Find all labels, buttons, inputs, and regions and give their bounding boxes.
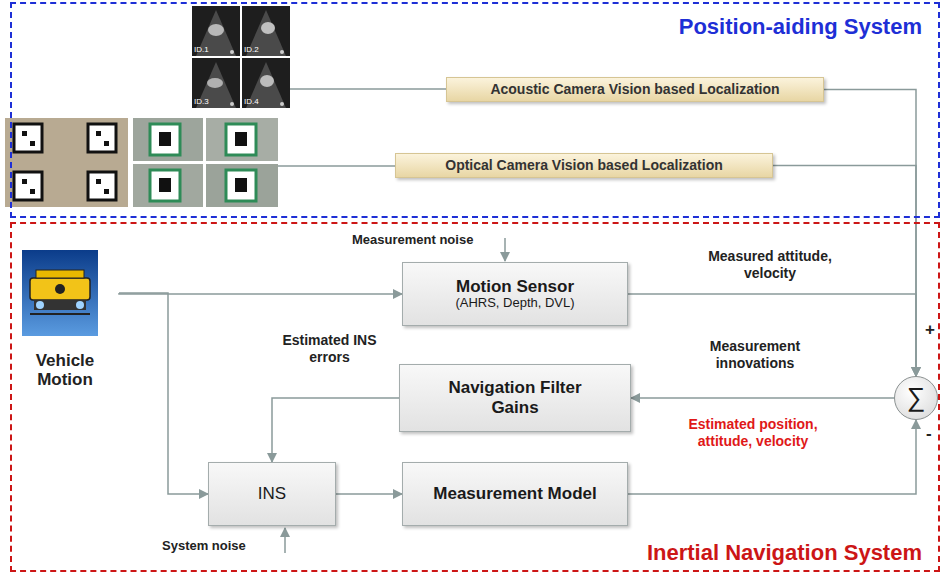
node-subtitle: (AHRS, Depth, DVL) bbox=[455, 296, 574, 311]
acoustic-image bbox=[192, 6, 290, 108]
sign-label: + bbox=[925, 320, 935, 340]
edge-label: Estimated position, attitude, velocity bbox=[668, 416, 838, 450]
node-title: INS bbox=[258, 484, 286, 504]
noise-label: System noise bbox=[162, 538, 246, 553]
optical-image bbox=[5, 118, 278, 207]
summing-junction: ∑ bbox=[894, 376, 938, 420]
noise-arrow bbox=[284, 528, 286, 553]
leader-line bbox=[278, 165, 395, 167]
region-title: Position-aiding System bbox=[679, 14, 922, 40]
process-box: Navigation Filter Gains bbox=[399, 364, 631, 432]
node-title: ∑ bbox=[907, 383, 926, 413]
process-box: Optical Camera Vision based Localization bbox=[395, 153, 773, 178]
node-title: Measurement Model bbox=[433, 484, 596, 504]
process-box: Acoustic Camera Vision based Localizatio… bbox=[446, 77, 824, 102]
connector bbox=[119, 293, 208, 494]
region-band: Position-aiding SystemAcoustic Camera Vi… bbox=[10, 2, 940, 218]
region-title: Inertial Navigation System bbox=[647, 540, 922, 566]
connector bbox=[272, 398, 399, 462]
image-id: ID.2 bbox=[244, 45, 259, 54]
node-title: Acoustic Camera Vision based Localizatio… bbox=[490, 81, 779, 97]
vehicle-image bbox=[22, 250, 98, 336]
connector bbox=[824, 90, 916, 377]
sign-label: - bbox=[926, 424, 932, 444]
node-title: Navigation Filter Gains bbox=[428, 378, 602, 417]
connector bbox=[628, 294, 916, 376]
process-box: Motion Sensor(AHRS, Depth, DVL) bbox=[402, 262, 628, 326]
edge-label: Measured attitude, velocity bbox=[700, 248, 840, 282]
process-box: Measurement Model bbox=[402, 462, 628, 526]
connector bbox=[631, 397, 894, 399]
image-id: ID.1 bbox=[194, 45, 209, 54]
image-id: ID.4 bbox=[244, 97, 259, 106]
leader-line bbox=[290, 88, 446, 90]
node-title: Motion Sensor bbox=[456, 277, 574, 297]
image-id: ID.3 bbox=[194, 97, 209, 106]
process-box: INS bbox=[208, 462, 336, 526]
vehicle-node: Vehicle Motion bbox=[11, 248, 119, 390]
node-title: Optical Camera Vision based Localization bbox=[445, 157, 723, 173]
connector bbox=[336, 493, 402, 495]
node-title: Vehicle Motion bbox=[11, 351, 119, 390]
edge-label: Estimated INS errors bbox=[282, 332, 377, 366]
noise-label: Measurement noise bbox=[352, 232, 473, 247]
edge-label: Measurement innovations bbox=[680, 338, 830, 372]
noise-arrow bbox=[504, 238, 506, 261]
